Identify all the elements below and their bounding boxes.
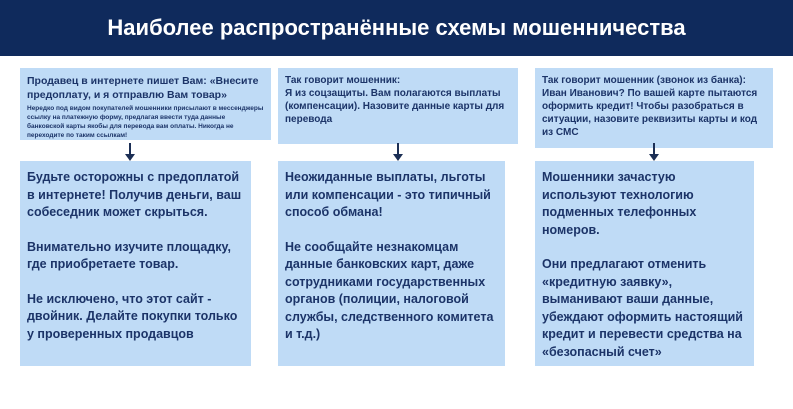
arrow-down-icon xyxy=(125,143,135,161)
advice-text: Они предлагают отменить «кредитную заявк… xyxy=(542,257,743,359)
advice-text: Не исключено, что этот сайт - двойник. Д… xyxy=(27,291,238,341)
advice-text: Будьте осторожны с предоплатой в интерне… xyxy=(27,170,242,219)
scheme-2-advice: Неожиданные выплаты, льготы или компенса… xyxy=(278,161,505,366)
quote-note: Я из соцзащиты. Вам полагаются выплаты (… xyxy=(285,88,505,125)
scheme-1-quote: Продавец в интернете пишет Вам: «Внесите… xyxy=(20,68,271,140)
scheme-2-quote: Так говорит мошенник: Я из соцзащиты. Ва… xyxy=(278,68,518,144)
quote-note: Нередко под видом покупателей мошенники … xyxy=(27,105,264,139)
advice-text: Не сообщайте незнакомцам данные банковск… xyxy=(285,239,494,342)
scheme-3-quote: Так говорит мошенник (звонок из банка): … xyxy=(535,68,773,148)
header: Наиболее распространённые схемы мошеннич… xyxy=(0,0,793,56)
quote-note: Иван Иванович? По вашей карте пытаются о… xyxy=(542,88,758,138)
scheme-3-advice: Мошенники зачастую используют технологию… xyxy=(535,161,754,366)
advice-text: Внимательно изучите площадку, где приобр… xyxy=(27,239,231,272)
quote-heading: Продавец в интернете пишет Вам: «Внесите… xyxy=(27,75,259,101)
quote-heading: Так говорит мошенник (звонок из банка): xyxy=(542,75,746,86)
scheme-1-advice: Будьте осторожны с предоплатой в интерне… xyxy=(20,161,251,366)
advice-text: Неожиданные выплаты, льготы или компенса… xyxy=(285,170,491,219)
page-title: Наиболее распространённые схемы мошеннич… xyxy=(107,15,686,40)
quote-heading: Так говорит мошенник: xyxy=(285,75,401,86)
arrow-down-icon xyxy=(393,143,403,161)
arrow-down-icon xyxy=(649,143,659,161)
advice-text: Мошенники зачастую используют технологию… xyxy=(542,170,697,237)
